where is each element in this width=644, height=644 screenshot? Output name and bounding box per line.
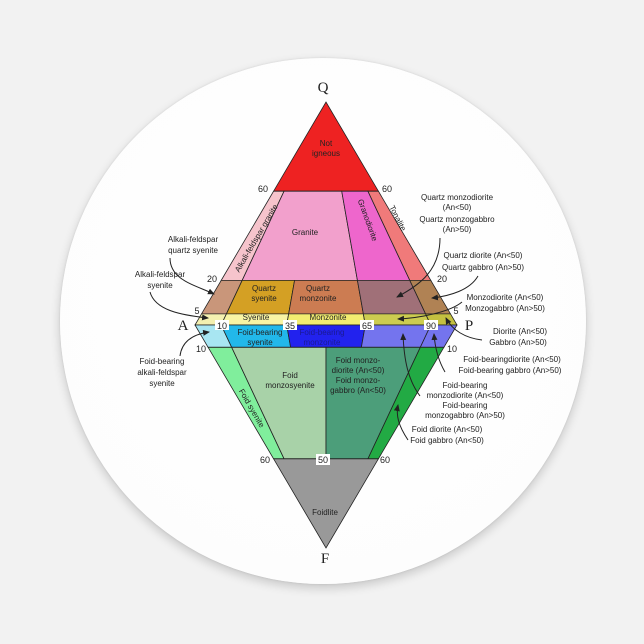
field-label-line: Foid <box>282 371 298 380</box>
field-label-foidolite: Foidlite <box>312 508 338 517</box>
callout-monzodiorite: Monzodiorite (An<50)Monzogabbro (An>50) <box>465 293 545 313</box>
tick-box <box>283 320 297 330</box>
tick-q5-left: 5 <box>194 306 199 316</box>
field-label-line: syenite <box>247 338 273 347</box>
tick-labels: 60 60 20 20 5 5 10 35 65 90 10 10 60 50 … <box>194 184 459 465</box>
tick-box <box>424 320 438 330</box>
field-label-line: monzonite <box>300 294 337 303</box>
field-label-syenite: Syenite <box>243 313 270 322</box>
field-label-line: Granite <box>292 228 319 237</box>
field-label-line: Foid-bearing <box>300 328 345 337</box>
arrow-icon <box>169 257 215 295</box>
field-label-line: Monzonite <box>310 313 347 322</box>
field-label-line: Quartz <box>306 284 330 293</box>
callout-foid-bearing-diorite: Foid-bearingdiorite (An<50)Foid-bearing … <box>459 355 562 375</box>
tick-f10-right: 10 <box>447 344 457 354</box>
arrow-icon <box>445 317 483 341</box>
field-label-line: Foidlite <box>312 508 338 517</box>
field-label-line: Not <box>320 139 333 148</box>
field-label-foid-monzodiorite: Foid monzo-diorite (An<50)Foid monzo-gab… <box>330 356 386 395</box>
tick-f60-right: 60 <box>380 455 390 465</box>
field-label-line: Syenite <box>243 313 270 322</box>
field-label-line: monzonite <box>304 338 341 347</box>
arrow-icon <box>431 275 479 301</box>
field-label-line: Foid monzo- <box>336 376 381 385</box>
arrow-icon <box>149 291 209 321</box>
tick-q60-right: 60 <box>382 184 392 194</box>
arrow-icon <box>396 237 441 298</box>
field-polygons <box>194 101 458 549</box>
field-label-line: monzosyenite <box>265 381 315 390</box>
arrow-icon <box>400 333 421 397</box>
tick-p35: 35 <box>285 321 295 331</box>
field-label-line: diorite (An<50) <box>332 366 385 375</box>
tick-q20-right: 20 <box>437 274 447 284</box>
tick-f10-left: 10 <box>196 344 206 354</box>
tick-q60-left: 60 <box>258 184 268 194</box>
arrow-icon <box>431 333 446 373</box>
arrow-icon <box>393 404 409 441</box>
tick-p65: 65 <box>362 321 372 331</box>
vertex-q: Q <box>318 80 329 96</box>
vertex-f: F <box>321 551 329 567</box>
callout-foid-diorite: Foid diorite (An<50)Foid gabbro (An<50) <box>410 425 484 445</box>
tick-q5-right: 5 <box>453 306 458 316</box>
tick-p90: 90 <box>426 321 436 331</box>
callout-quartz-diorite: Quartz diorite (An<50)Quartz gabbro (An>… <box>442 251 524 272</box>
field-label-line: Foid-bearing <box>238 328 283 337</box>
field-label-line: Foid monzo- <box>336 356 381 365</box>
arrow-icon <box>397 301 463 322</box>
tick-box <box>215 320 229 330</box>
callout-diorite: Diorite (An<50)Gabbro (An>50) <box>489 327 547 347</box>
tick-f50: 50 <box>318 455 328 465</box>
vertex-p: P <box>465 318 473 334</box>
tick-f60-left: 60 <box>260 455 270 465</box>
field-label-line: igneous <box>312 149 340 158</box>
field-label-monzonite: Monzonite <box>310 313 347 322</box>
arrow-icon <box>179 329 210 357</box>
tick-p10: 10 <box>217 321 227 331</box>
vertex-a: A <box>178 318 189 334</box>
tick-box <box>360 320 374 330</box>
field-label-line: gabbro (An<50) <box>330 386 386 395</box>
field-label-line: Quartz <box>252 284 276 293</box>
field-label-granite: Granite <box>292 228 319 237</box>
callout-quartz-monzodiorite: Quartz monzodiorite(An<50)Quartz monzoga… <box>419 193 495 234</box>
field-label-line: syenite <box>251 294 277 303</box>
tick-box <box>316 454 330 465</box>
field-foidolite <box>272 458 380 549</box>
tick-q20-left: 20 <box>207 274 217 284</box>
